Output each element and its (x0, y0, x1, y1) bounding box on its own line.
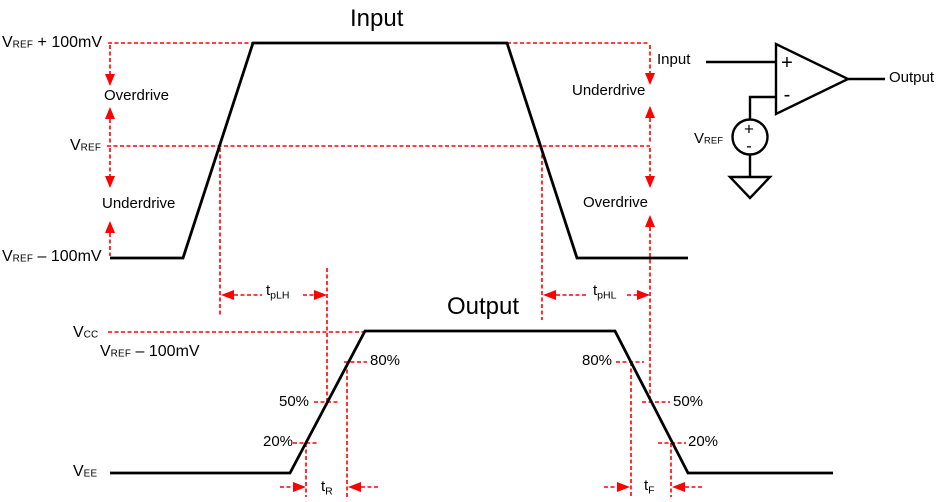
overdrive-left-down-arrow (105, 74, 115, 86)
overdrive-right-down-arrow (645, 176, 655, 188)
tr-label: tR (321, 478, 333, 498)
circuit-output-label: Output (889, 69, 935, 86)
vref-axis-label: VREF (70, 137, 102, 154)
rise-80-label: 80% (370, 352, 401, 369)
vref-plus-100-label: VREF + 100mV (2, 34, 103, 51)
tplh-left-arrow (221, 290, 234, 300)
comparator-plus-sign: + (781, 52, 793, 74)
vcc-label: VCC (73, 324, 99, 341)
overdrive-left-up-arrow (105, 107, 115, 119)
tf-label: tF (644, 477, 655, 497)
overdrive-right-label: Overdrive (583, 194, 649, 211)
inverting-input-wire (748, 95, 776, 120)
tf-right-arrow (672, 482, 685, 492)
output-title: Output (447, 293, 520, 320)
output-waveform-trace (110, 329, 833, 475)
tphl-right-arrow (637, 290, 650, 300)
waveform-traces (110, 41, 833, 475)
circuit-input-label: Input (657, 51, 691, 68)
overdrive-left-label: Overdrive (104, 87, 170, 104)
underdrive-right-up-arrow (645, 106, 655, 118)
fall-20-label: 20% (688, 433, 719, 450)
comparator-circuit (706, 42, 885, 200)
vref-minus-100-label: VREF – 100mV (2, 248, 102, 265)
underdrive-right-label: Underdrive (572, 82, 646, 99)
underdrive-left-label: Underdrive (102, 195, 176, 212)
underdrive-left-up-arrow (105, 221, 115, 233)
underdrive-left-down-arrow (105, 176, 115, 188)
vee-label: VEE (73, 463, 98, 480)
source-minus-sign: - (746, 136, 752, 156)
tphl-label: tpHL (593, 282, 617, 302)
tplh-right-arrow (314, 290, 327, 300)
tplh-label: tpLH (266, 282, 290, 302)
overdrive-right-up-arrow (645, 215, 655, 227)
circuit-vref-label: VREF (694, 130, 724, 147)
tphl-left-arrow (543, 290, 556, 300)
tf-left-arrow (617, 482, 630, 492)
annotation-dashed-lines (107, 42, 702, 497)
input-waveform-trace (110, 41, 688, 260)
annotation-arrowheads (105, 73, 685, 492)
rise-50-label: 50% (279, 393, 310, 410)
comparator-triangle (774, 42, 851, 116)
comparator-minus-sign: - (783, 84, 791, 106)
rise-20-label: 20% (263, 433, 294, 450)
underdrive-right-down-arrow (645, 73, 655, 85)
tr-left-arrow (293, 482, 306, 492)
tr-right-arrow (348, 482, 361, 492)
vref-minus-100-output-label: VREF – 100mV (100, 343, 200, 360)
ground-icon (727, 175, 773, 200)
fall-50-label: 50% (673, 393, 704, 410)
source-plus-sign: + (744, 119, 754, 139)
input-title: Input (350, 5, 404, 32)
fall-80-label: 80% (582, 352, 613, 369)
